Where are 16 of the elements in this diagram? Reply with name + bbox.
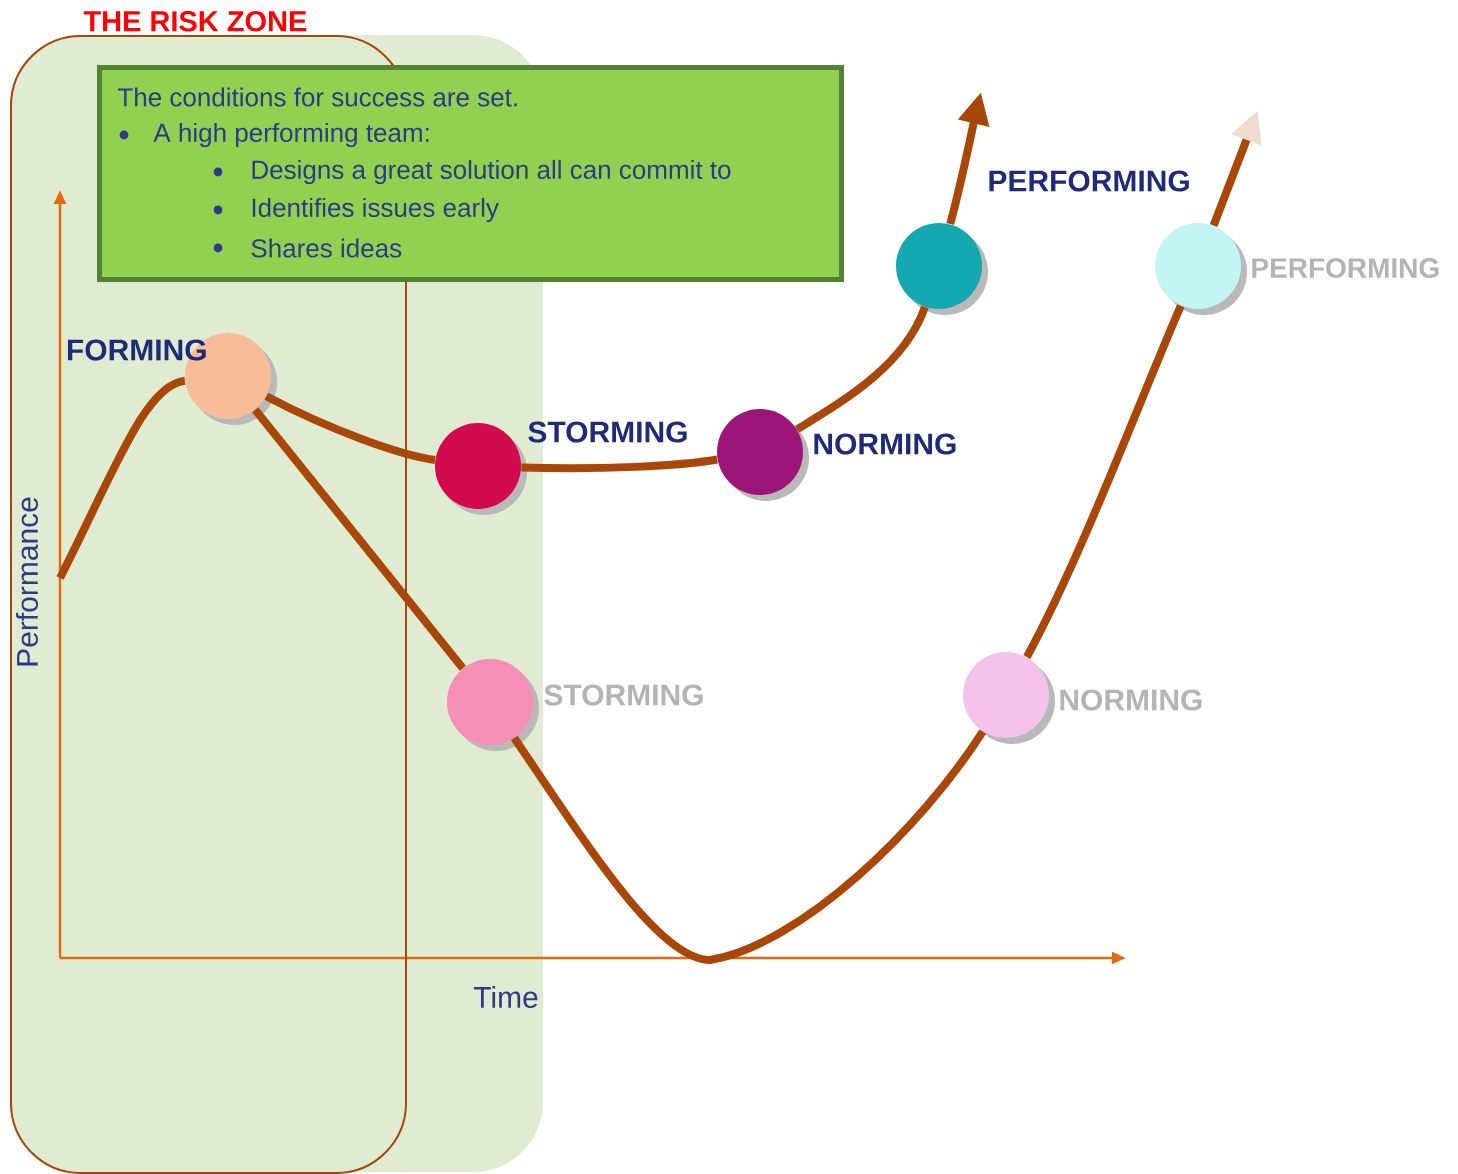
curve-line — [794, 305, 929, 433]
stage-label: FORMING — [67, 339, 206, 361]
curve-line — [1023, 304, 1185, 659]
axis-label: Time — [473, 986, 538, 1008]
axis-label: Performance — [16, 497, 38, 666]
stage-label: NORMING — [814, 433, 956, 455]
stage-label: PERFORMING — [989, 170, 1189, 192]
curve-line — [56, 376, 186, 580]
stage-label: NORMING — [1060, 689, 1202, 711]
zone-heading: THE RISK ZONE — [83, 11, 307, 32]
stage-label: PERFORMING — [1252, 258, 1439, 278]
stage-label: STORMING — [528, 421, 687, 443]
stage-label: STORMING — [544, 684, 703, 706]
curve-line — [252, 407, 466, 671]
curve-line — [511, 729, 986, 964]
text-box: The conditions for success are set. A high performing team: Designs a great solution all can commit to Identifies issues early Shares ideas — [97, 65, 844, 282]
